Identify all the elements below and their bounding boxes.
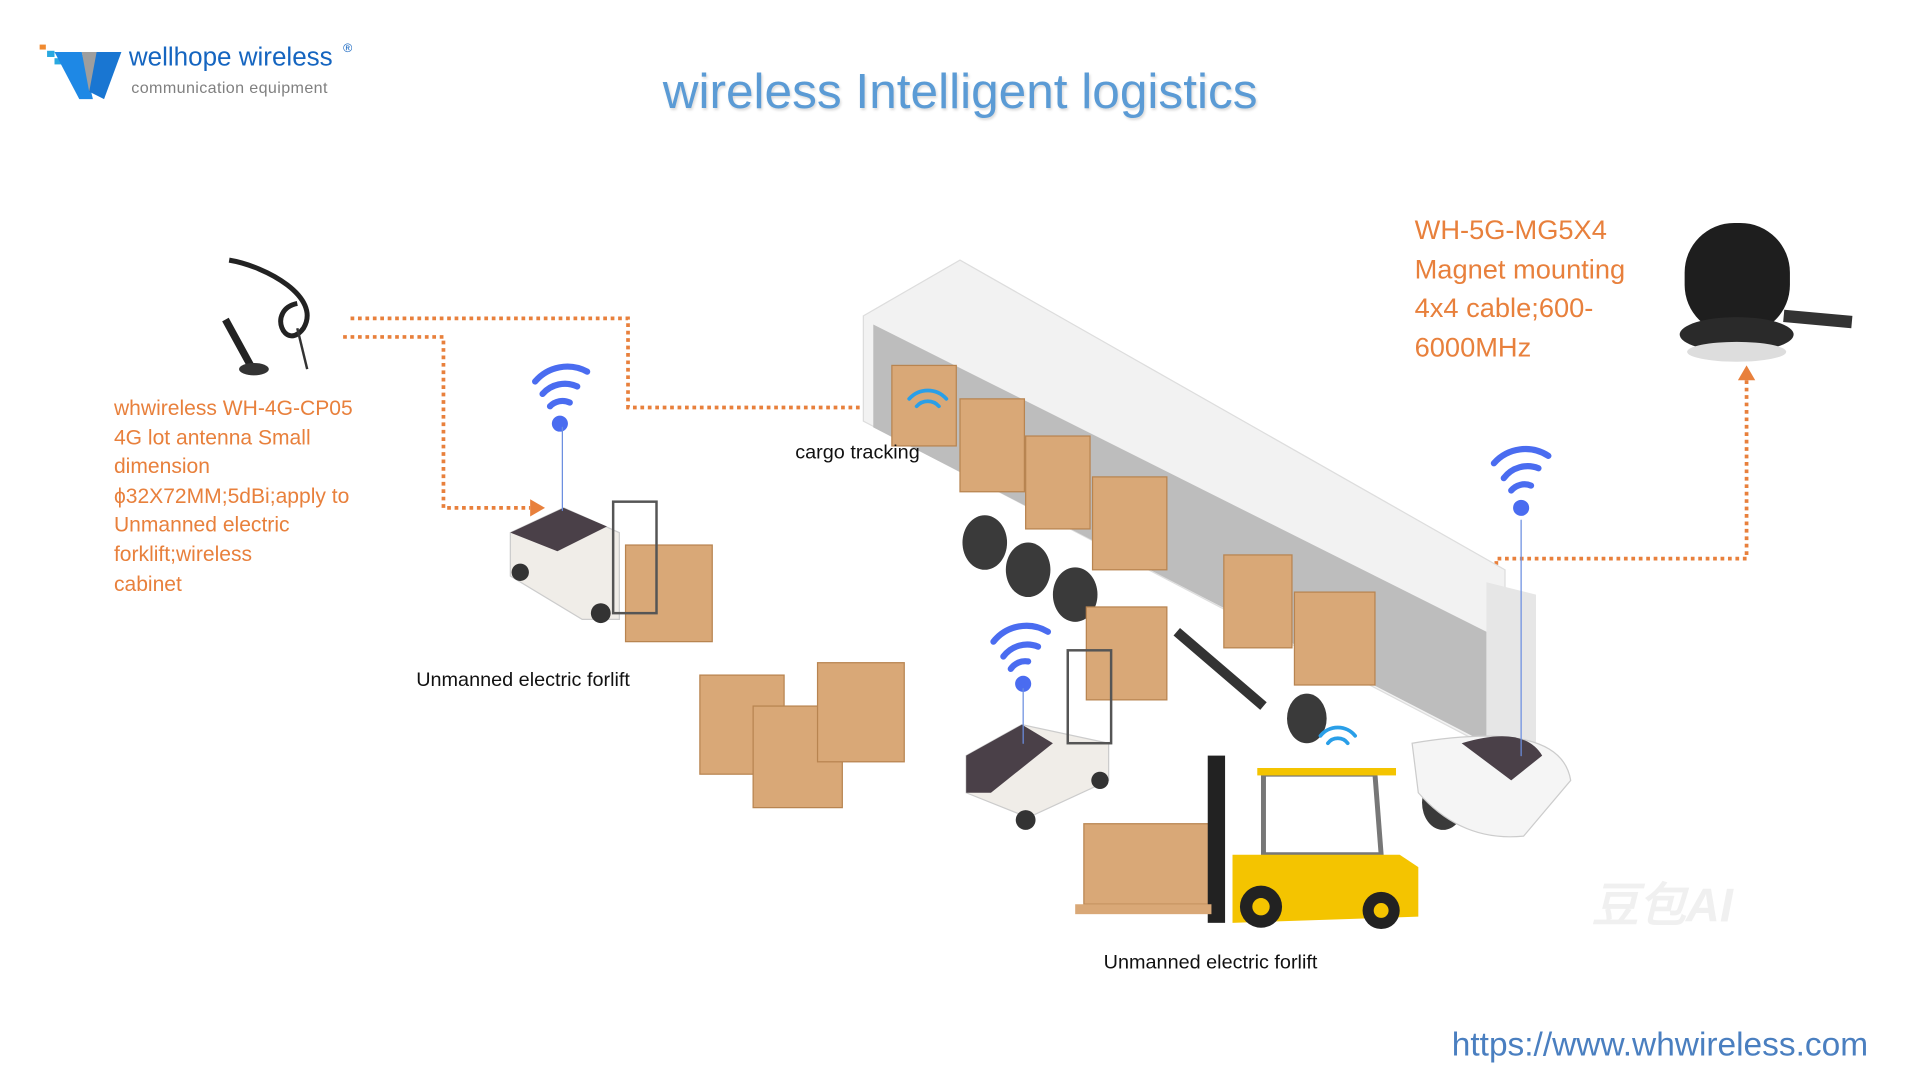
desc-line: Unmanned electric (113, 513, 290, 537)
forklift-left-label: Unmanned electric forlift (416, 670, 630, 692)
right-antenna-description: WH-5G-MG5X4 Magnet mounting 4x4 cable;60… (1415, 211, 1675, 367)
desc-line: dimension (113, 454, 210, 479)
desc-line: forklift;wireless (113, 542, 253, 567)
cargo-tracking-label: cargo tracking (795, 442, 920, 464)
yellow-forklift (1075, 755, 1419, 930)
left-antenna-description: whwireless WH-4G-CP05 4G lot antenna Sma… (114, 394, 411, 599)
website-link[interactable]: https://www.whwireless.com (1451, 1025, 1869, 1063)
wifi-icon (990, 622, 1052, 692)
wifi-icon (907, 388, 949, 409)
desc-line: ϕ32X72MM;5dBi;apply to (113, 484, 350, 508)
logo-mark (39, 44, 122, 100)
desc-line: cabinet (113, 571, 182, 596)
desc-line: 4G lot antenna Small (113, 425, 311, 450)
wifi-icon (1490, 445, 1552, 516)
cargo-boxes (624, 364, 1376, 905)
desc-line: whwireless WH-4G-CP05 (113, 396, 353, 420)
desc-line: 4x4 cable;600- (1414, 292, 1594, 324)
wifi-icon (532, 363, 591, 432)
desc-line: 6000MHz (1414, 331, 1532, 363)
4g-antenna-image (222, 257, 310, 376)
desc-line: Magnet mounting (1414, 253, 1626, 285)
logo-registered-mark: ® (343, 42, 353, 56)
agv-forklift-middle (965, 649, 1113, 830)
watermark: 豆包AI (1591, 880, 1733, 933)
wifi-signal-icons (532, 363, 1552, 757)
logo-tagline: communication equipment (131, 78, 328, 97)
desc-line: WH-5G-MG5X4 (1414, 214, 1607, 246)
page-title: wireless Intelligent logistics (662, 64, 1258, 119)
agv-forklift-left (509, 500, 658, 624)
logo-name: wellhope wireless (128, 43, 333, 72)
forklift-bottom-label: Unmanned electric forlift (1103, 952, 1318, 974)
5g-magnet-antenna-image (1679, 222, 1853, 362)
wifi-icon (1318, 725, 1357, 746)
